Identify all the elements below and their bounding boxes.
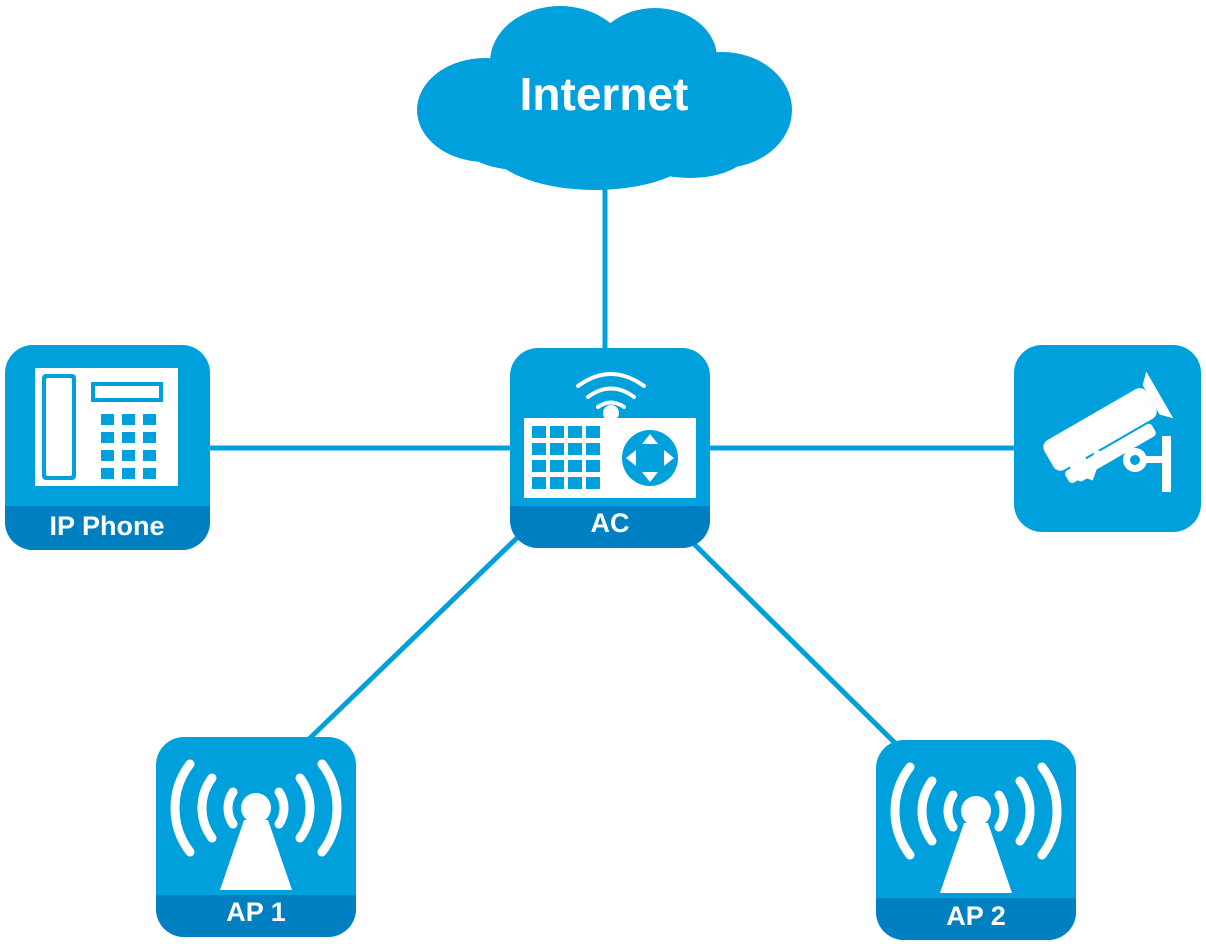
internet-label: Internet	[520, 68, 689, 120]
link-ac-ap1	[306, 533, 522, 742]
desk-phone-icon	[35, 368, 178, 486]
ac-device[interactable]: AC	[510, 348, 710, 548]
ap2-device[interactable]: AP 2	[876, 740, 1076, 940]
ap1-label: AP 1	[226, 897, 286, 927]
ip-phone-device[interactable]: IP Phone	[5, 345, 210, 550]
ap2-label: AP 2	[946, 901, 1006, 931]
wireless-antenna-icon	[170, 759, 342, 890]
ap1-device[interactable]: AP 1	[156, 737, 356, 937]
ac-label: AC	[591, 508, 630, 538]
camera-device[interactable]	[1014, 345, 1201, 532]
link-ac-ap2	[690, 540, 898, 746]
wireless-antenna-icon	[890, 762, 1062, 893]
access-controller-icon	[524, 372, 696, 498]
security-camera-icon	[1043, 371, 1174, 492]
connections	[208, 180, 1016, 746]
ip-phone-label: IP Phone	[49, 511, 164, 541]
internet-cloud: Internet	[417, 6, 792, 190]
